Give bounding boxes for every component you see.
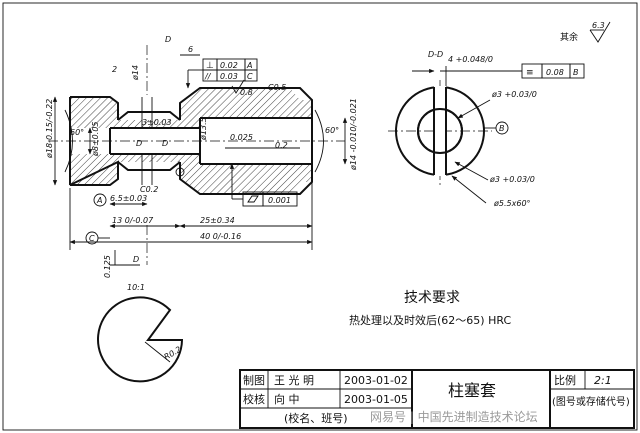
tolerance-frame-cyl: 0.001 — [242, 191, 298, 207]
tb-check-date: 2003-01-05 — [344, 393, 408, 406]
tb-drawing-no: (图号或存储代号) — [552, 395, 630, 408]
svg-text:C0.2: C0.2 — [140, 185, 158, 194]
cut-letter-top: D — [165, 35, 171, 44]
svg-text:0.125: 0.125 — [103, 255, 112, 278]
tb-scale-label: 比例 — [554, 373, 576, 387]
tb-part-name: 柱塞套 — [448, 381, 496, 400]
tb-draw-label: 制图 — [243, 374, 265, 387]
svg-text:C0.5: C0.5 — [268, 83, 286, 92]
tb-scale-value: 2:1 — [594, 374, 612, 387]
svg-text:≡: ≡ — [526, 68, 534, 78]
main-section-view: D D D D ⊥ 0.02 A // 0.03 C 6 2 ø14 C0.5 … — [45, 35, 358, 278]
svg-text:ø14: ø14 — [131, 65, 140, 81]
svg-text:ø8±0.05: ø8±0.05 — [91, 122, 100, 158]
tb-draw-name: 王 光 明 — [274, 373, 314, 387]
svg-text:⊥: ⊥ — [206, 61, 214, 71]
svg-text:C: C — [247, 72, 253, 81]
svg-text:R0.2: R0.2 — [163, 345, 183, 362]
svg-text:C: C — [89, 234, 95, 243]
tech-line-1: 热处理以及时效后(62～65) HRC — [349, 313, 511, 327]
roughness-label: 其余 — [560, 31, 578, 43]
svg-text:ø3 +0.03/0: ø3 +0.03/0 — [489, 175, 535, 184]
svg-text:ø3 +0.03/0: ø3 +0.03/0 — [491, 90, 537, 99]
cut-letter-mid-2: D — [162, 139, 168, 148]
svg-text:25±0.34: 25±0.34 — [200, 216, 235, 225]
svg-text:2: 2 — [112, 65, 117, 74]
svg-text:0.02: 0.02 — [220, 61, 238, 70]
section-dd-label: D-D — [428, 50, 443, 59]
svg-text:3±0.03: 3±0.03 — [142, 118, 172, 127]
cut-letter-mid-1: D — [136, 139, 142, 148]
svg-text:60°: 60° — [325, 126, 339, 135]
tb-check-label: 校核 — [243, 392, 265, 406]
tech-title: 技术要求 — [404, 290, 460, 306]
svg-text:ø18-0.15/-0.22: ø18-0.15/-0.22 — [45, 99, 54, 159]
datum-a-circle — [93, 193, 107, 207]
svg-text:ø13.5: ø13.5 — [199, 117, 208, 141]
svg-text:6.5±0.03: 6.5±0.03 — [110, 194, 147, 203]
roughness-value: 6.3 — [592, 21, 605, 30]
svg-text:ø14 -0.010/-0.021: ø14 -0.010/-0.021 — [349, 98, 358, 171]
svg-text:60°: 60° — [70, 128, 84, 137]
svg-text:ø5.5x60°: ø5.5x60° — [493, 199, 531, 208]
svg-text:0.03: 0.03 — [220, 72, 238, 81]
tb-school: (校名、班号) — [284, 411, 348, 425]
tb-draw-date: 2003-01-02 — [344, 374, 408, 387]
tolerance-frame-symmetry: ≡ 0.08 B — [521, 63, 585, 79]
title-block: 制图 王 光 明 2003-01-02 校核 向 中 2003-01-05 (校… — [239, 369, 635, 429]
svg-text:0.2: 0.2 — [275, 141, 288, 150]
svg-text:4 +0.048/0: 4 +0.048/0 — [448, 55, 493, 64]
tolerance-frame-perp: ⊥ 0.02 A — [202, 58, 258, 71]
svg-text:0.08: 0.08 — [546, 68, 564, 77]
tolerance-frame-parallel: // 0.03 C — [202, 69, 258, 82]
svg-text:0.025: 0.025 — [230, 133, 253, 142]
roughness-mark: 其余 6.3 — [560, 21, 611, 43]
svg-text:A: A — [246, 61, 252, 70]
svg-text:0.8: 0.8 — [240, 88, 253, 97]
svg-text:A: A — [96, 196, 102, 205]
svg-text:13 0/-0.07: 13 0/-0.07 — [112, 216, 154, 225]
tech-requirements: 技术要求 热处理以及时效后(62～65) HRC — [349, 290, 511, 327]
svg-text:B: B — [573, 68, 579, 77]
svg-text://: // — [204, 72, 212, 81]
svg-text:B: B — [499, 124, 505, 133]
tb-check-name: 向 中 — [274, 392, 300, 406]
detail-view: 10:1 R0.2 — [97, 283, 184, 383]
cut-letter-bottom: D — [133, 255, 139, 264]
svg-text:0.001: 0.001 — [268, 196, 291, 205]
section-dd-view: D-D ≡ 0.08 B 4 +0.048/0 ø3 +0.03/0 B ø3 … — [388, 50, 585, 208]
watermark: 网易号 | 中国先进制造技术论坛 — [370, 409, 538, 424]
svg-text:6: 6 — [188, 45, 193, 54]
detail-scale: 10:1 — [127, 283, 145, 292]
svg-text:40 0/-0.16: 40 0/-0.16 — [200, 232, 241, 241]
